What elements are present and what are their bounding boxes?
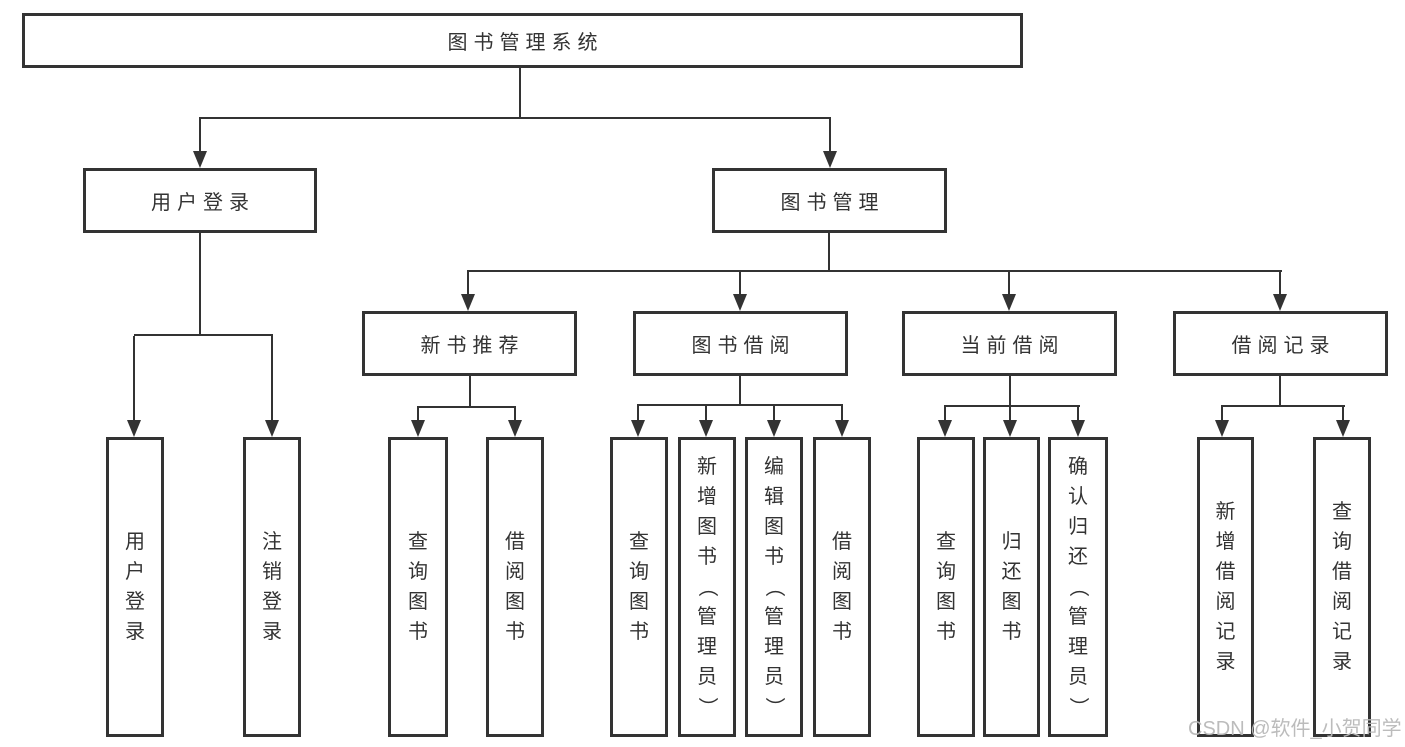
connector-line	[468, 270, 1282, 272]
leaf-recommend-borrow-books: 借阅图书	[486, 437, 544, 737]
leaf-current-query-books: 查询图书	[917, 437, 975, 737]
connector-line	[739, 376, 741, 406]
node-book-mgmt: 图书管理	[712, 168, 947, 233]
connector-line	[1009, 407, 1011, 421]
leaf-user-login: 用户登录	[106, 437, 164, 737]
connector-line	[773, 406, 775, 421]
connector-line	[417, 406, 516, 408]
arrow-down-icon	[733, 294, 747, 311]
arrow-down-icon	[193, 151, 207, 168]
node-module-current-borrow: 当前借阅	[902, 311, 1117, 376]
module-current-borrow-label: 当前借阅	[960, 335, 1065, 357]
connector-line	[514, 408, 516, 421]
node-module-new-books: 新书推荐	[362, 311, 577, 376]
connector-line	[1221, 407, 1223, 421]
arrow-down-icon	[1071, 420, 1085, 437]
arrow-down-icon	[461, 294, 475, 311]
arrow-down-icon	[508, 420, 522, 437]
node-book-mgmt-label: 图书管理	[780, 192, 885, 214]
arrow-down-icon	[767, 420, 781, 437]
leaf-query-borrow-record: 查询借阅记录	[1313, 437, 1371, 737]
arrow-down-icon	[127, 420, 141, 437]
connector-line	[133, 336, 135, 421]
connector-line	[1279, 376, 1281, 407]
arrow-down-icon	[1215, 420, 1229, 437]
node-module-borrow-records: 借阅记录	[1173, 311, 1388, 376]
arrow-down-icon	[1002, 294, 1016, 311]
arrow-down-icon	[823, 151, 837, 168]
leaf-confirm-return-admin: 确认归还（管理员）	[1048, 437, 1108, 737]
node-user-login: 用户登录	[83, 168, 317, 233]
connector-line	[637, 406, 639, 421]
module-borrow-records-label: 借阅记录	[1231, 335, 1336, 357]
watermark: CSDN @软件_小贺同学	[1188, 718, 1402, 740]
arrow-down-icon	[631, 420, 645, 437]
arrow-down-icon	[938, 420, 952, 437]
arrow-down-icon	[1003, 420, 1017, 437]
leaf-return-book: 归还图书	[983, 437, 1040, 737]
connector-line	[944, 405, 1080, 407]
arrow-down-icon	[1336, 420, 1350, 437]
connector-line	[841, 406, 843, 421]
connector-line	[417, 408, 419, 421]
connector-line	[1221, 405, 1345, 407]
connector-line	[829, 117, 831, 152]
module-new-books-label: 新书推荐	[420, 335, 525, 357]
connector-line	[828, 233, 830, 271]
leaf-add-borrow-record: 新增借阅记录	[1197, 437, 1254, 737]
node-module-book-borrow: 图书借阅	[633, 311, 848, 376]
node-root-label: 图书管理系统	[447, 32, 604, 54]
connector-line	[1009, 376, 1011, 407]
connector-line	[519, 68, 521, 118]
arrow-down-icon	[265, 420, 279, 437]
arrow-down-icon	[1273, 294, 1287, 311]
connector-line	[1008, 270, 1010, 295]
leaf-borrow-query-books: 查询图书	[610, 437, 668, 737]
connector-line	[637, 404, 843, 406]
connector-line	[134, 334, 273, 336]
connector-line	[1077, 407, 1079, 421]
module-book-borrow-label: 图书借阅	[691, 335, 796, 357]
connector-line	[467, 270, 469, 295]
leaf-logout: 注销登录	[243, 437, 301, 737]
leaf-borrow-borrow-books: 借阅图书	[813, 437, 871, 737]
connector-line	[469, 376, 471, 408]
connector-line	[1279, 270, 1281, 295]
connector-line	[199, 117, 831, 119]
arrow-down-icon	[699, 420, 713, 437]
connector-line	[199, 117, 201, 152]
arrow-down-icon	[411, 420, 425, 437]
connector-line	[705, 406, 707, 421]
connector-line	[944, 407, 946, 421]
connector-line	[1342, 407, 1344, 421]
leaf-add-book-admin: 新增图书（管理员）	[678, 437, 736, 737]
connector-line	[271, 336, 273, 421]
connector-line	[739, 270, 741, 295]
node-user-login-label: 用户登录	[151, 192, 255, 214]
connector-line	[199, 233, 201, 336]
node-root: 图书管理系统	[22, 13, 1023, 68]
leaf-recommend-query-books: 查询图书	[388, 437, 448, 737]
arrow-down-icon	[835, 420, 849, 437]
leaf-edit-book-admin: 编辑图书（管理员）	[745, 437, 803, 737]
